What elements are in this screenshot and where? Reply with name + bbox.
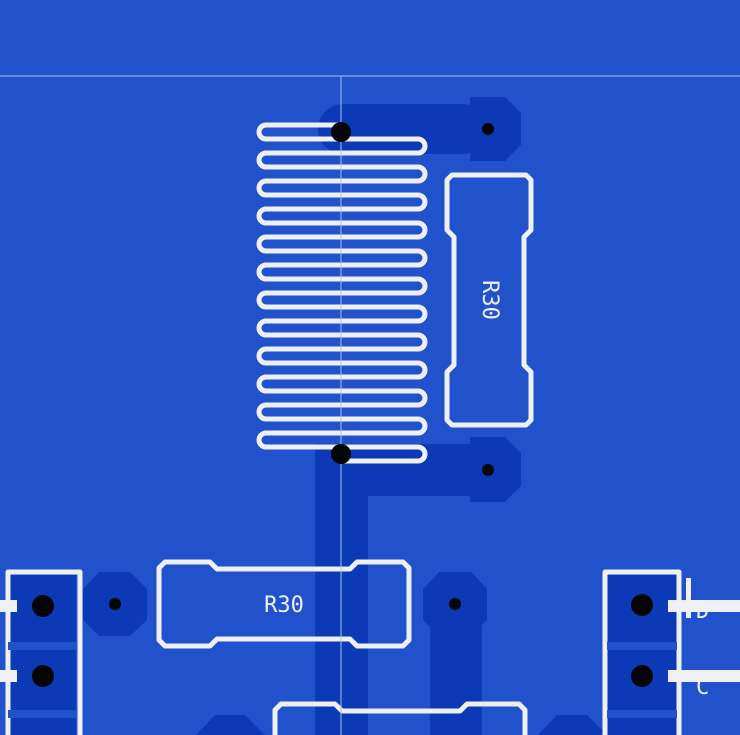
resistor-horizontal: R30 [156,559,412,649]
connector-left [0,569,83,735]
connector-right-tick [686,578,691,618]
drill-hole [32,665,54,687]
drill-hole [631,665,653,687]
resistor-vertical-outline [444,172,534,428]
connector-left-lead-2 [0,670,17,682]
connector-right: D C [602,569,740,735]
pad-partial-bottom-right [538,715,607,735]
connector-left-lead-1 [0,600,17,612]
pad-top-right [470,97,521,161]
drill-hole [331,444,351,464]
serpentine-inductor-outline [256,122,428,464]
pad-mid-right [470,437,521,502]
resistor-horizontal-outline [156,559,412,649]
drill-hole [331,122,351,142]
drill-hole [109,598,121,610]
connector-right-label-c: C [696,675,709,700]
connector-right-divider-2 [607,710,677,718]
drill-hole [482,464,494,476]
partial-component-outline [272,701,528,735]
pad-partial-bottom-left [196,715,265,735]
drill-hole [631,594,653,616]
resistor-vertical: R30 [444,172,534,428]
resistor-vertical-label: R30 [477,280,502,320]
drill-hole [449,598,461,610]
drill-hole [32,595,54,617]
resistor-horizontal-label: R30 [264,593,304,618]
connector-left-divider-2 [8,710,76,718]
drill-hole [482,123,494,135]
connector-right-outline [602,569,682,735]
connector-right-lead-2 [668,670,740,682]
inductor-trace [256,122,428,450]
connector-right-label-d: D [696,599,709,624]
inductor-tail [340,444,428,464]
connector-right-divider-1 [607,642,677,650]
connector-left-outline [5,569,83,735]
connector-left-divider-1 [8,642,76,650]
drill-holes [32,122,653,687]
